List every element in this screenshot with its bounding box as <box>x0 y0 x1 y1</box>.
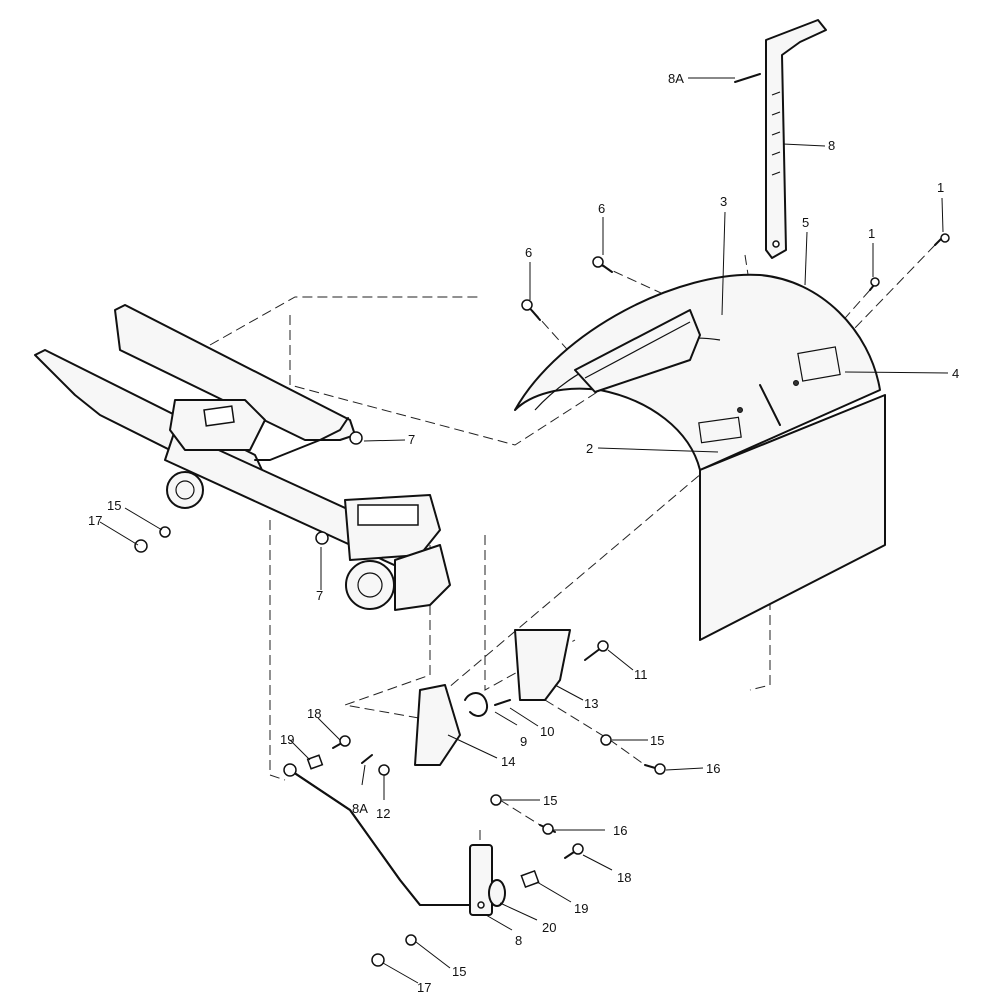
callout-15-middle: 15 <box>543 793 557 808</box>
callout-1-lower: 1 <box>868 226 875 241</box>
callout-8A-top: 8A <box>668 71 684 86</box>
callout-16-upper: 16 <box>706 761 720 776</box>
callout-15-left: 15 <box>107 498 121 513</box>
front-shield-bracket <box>574 309 701 393</box>
leader-lines <box>99 77 949 984</box>
callout-8A-lower: 8A <box>352 801 368 816</box>
callout-15-right: 15 <box>650 733 664 748</box>
lower-linkage <box>414 629 571 766</box>
callout-7-top: 7 <box>408 432 415 447</box>
callout-labels: 1 1 2 3 4 5 6 6 7 7 8 8 8A 8A 9 10 11 12… <box>88 71 959 995</box>
depth-bar-top <box>765 19 827 259</box>
spring-9 <box>464 692 489 717</box>
callout-19-right: 19 <box>574 901 588 916</box>
callout-7-lower: 7 <box>316 588 323 603</box>
callout-3: 3 <box>720 194 727 209</box>
callout-1-top: 1 <box>937 180 944 195</box>
bracket-13 <box>514 629 571 701</box>
callout-15-bottom: 15 <box>452 964 466 979</box>
callout-18-left: 18 <box>307 706 321 721</box>
lower-depth-assembly <box>283 763 506 916</box>
callout-10: 10 <box>540 724 554 739</box>
callout-12: 12 <box>376 806 390 821</box>
callout-6-right: 6 <box>598 201 605 216</box>
spacer-10 <box>494 699 511 706</box>
callout-5: 5 <box>802 215 809 230</box>
callout-2: 2 <box>586 441 593 456</box>
callout-19-left: 19 <box>280 732 294 747</box>
tine-shield <box>514 273 886 641</box>
callout-8-top: 8 <box>828 138 835 153</box>
callout-17-left: 17 <box>88 513 102 528</box>
hardware <box>134 233 950 967</box>
depth-pin-top <box>734 73 761 83</box>
callout-17-bottom: 17 <box>417 980 431 995</box>
bracket-14 <box>414 684 461 766</box>
callout-4: 4 <box>952 366 959 381</box>
callout-8-lower: 8 <box>515 933 522 948</box>
callout-6-left: 6 <box>525 245 532 260</box>
callout-11: 11 <box>634 667 648 682</box>
callout-18-right: 18 <box>617 870 631 885</box>
callout-9: 9 <box>520 734 527 749</box>
callout-14: 14 <box>501 754 515 769</box>
callout-20: 20 <box>542 920 556 935</box>
callout-13: 13 <box>584 696 598 711</box>
axle-tube <box>164 399 451 611</box>
callout-16-lower: 16 <box>613 823 627 838</box>
